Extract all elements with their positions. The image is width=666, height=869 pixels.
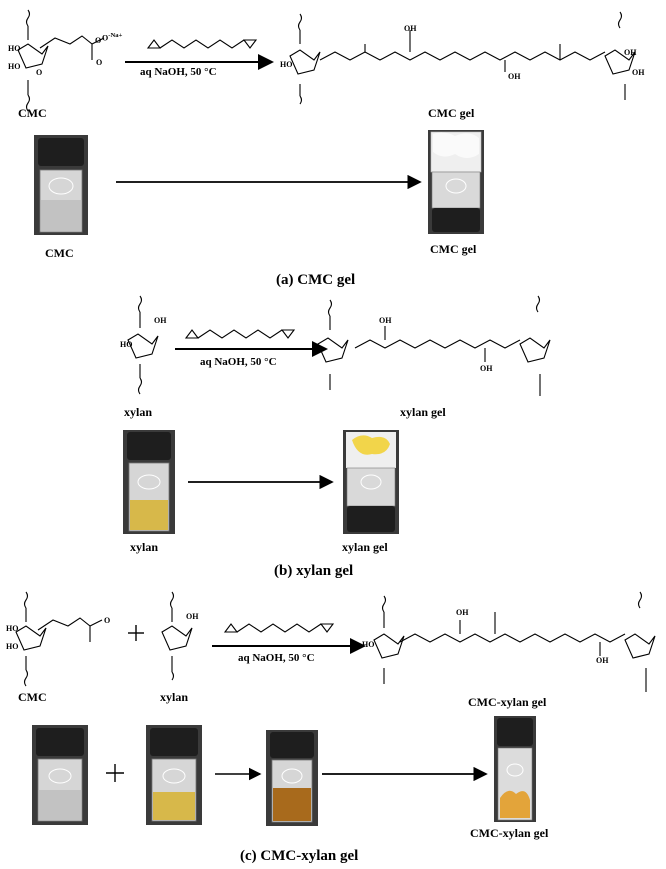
vial-photo-mixture: [266, 730, 318, 826]
cmc-gel-structure: [289, 11, 636, 105]
vial-photo-xylan-gel: [343, 430, 399, 534]
cmc-photo-label: CMC: [45, 246, 74, 260]
atom-o-a3: O: [96, 58, 103, 67]
panel-a: [17, 9, 636, 235]
atom-ho-a2: HO: [8, 62, 21, 71]
xylan-label-c: xylan: [160, 690, 189, 704]
atom-ho-c3: HO: [362, 640, 375, 649]
cmc-label-c: CMC: [18, 690, 47, 704]
cmc-label-a: CMC: [18, 106, 47, 120]
plus-sign-structures: [128, 625, 144, 641]
vial-photo-cmc-xylan-gel: [494, 716, 536, 822]
atom-o-a1: O: [36, 68, 43, 77]
cmc-xylan-gel-photo-label: CMC-xylan gel: [470, 826, 549, 840]
atom-ona-a: O-Na+: [102, 32, 122, 43]
panel-b: [123, 295, 551, 534]
xylan-photo-label: xylan: [130, 540, 159, 554]
atom-o-a2: O: [95, 36, 102, 45]
ona-na: -Na: [108, 32, 119, 39]
xylan-label-b: xylan: [124, 405, 153, 419]
atom-oh-c3: OH: [596, 656, 609, 665]
condition-c: aq NaOH, 50 °C: [238, 652, 315, 664]
ona-o: O: [102, 33, 109, 43]
plus-sign-photos: [106, 764, 124, 782]
cmc-xylan-gel-label-c: CMC-xylan gel: [468, 695, 547, 709]
caption-c: (c) CMC-xylan gel: [240, 848, 359, 864]
panel-c: [15, 591, 656, 826]
condition-b: aq NaOH, 50 °C: [200, 356, 277, 368]
atom-oh-a2: OH: [508, 72, 521, 81]
atom-oh-b2: OH: [379, 316, 392, 325]
cmc-gel-label-a: CMC gel: [428, 106, 475, 120]
atom-ona-c: O: [104, 616, 111, 625]
atom-oh-c1: OH: [186, 612, 199, 621]
xylan-gel-label-b: xylan gel: [400, 405, 446, 419]
atom-oh-a3: OH: [624, 48, 637, 57]
caption-a: (a) CMC gel: [276, 272, 356, 288]
atom-ho-c2: HO: [6, 642, 19, 651]
vial-photo-xylan: [123, 430, 175, 534]
crosslinker-b: [184, 329, 296, 339]
xylan-structure-b: [127, 295, 159, 395]
xylan-gel-structure: [317, 295, 551, 396]
condition-a: aq NaOH, 50 °C: [140, 66, 217, 78]
atom-oh-a1: OH: [404, 24, 417, 33]
vial-photo-xylan-c: [146, 725, 202, 825]
vial-photo-cmc-gel: [428, 130, 484, 234]
xylan-structure-c: [161, 591, 193, 681]
ona-plus: +: [118, 32, 123, 39]
cmc-xylan-gel-structure: [373, 591, 656, 692]
atom-ho-b1: HO: [120, 340, 133, 349]
xylan-gel-photo-label: xylan gel: [342, 540, 388, 554]
atom-ho-a3: HO: [280, 60, 293, 69]
cmc-gel-photo-label: CMC gel: [430, 242, 477, 256]
atom-oh-b3: OH: [480, 364, 493, 373]
atom-ho-a1: HO: [8, 44, 21, 53]
caption-b: (b) xylan gel: [274, 563, 354, 579]
atom-ho-c1: HO: [6, 624, 19, 633]
crosslinker-a: [146, 39, 258, 49]
atom-oh-c2: OH: [456, 608, 469, 617]
vial-photo-cmc: [34, 135, 88, 235]
atom-oh-a4: OH: [632, 68, 645, 77]
cmc-structure-a: [17, 9, 105, 112]
atom-oh-b1: OH: [154, 316, 167, 325]
cmc-structure-c: [15, 591, 103, 687]
vial-photo-cmc-c: [32, 725, 88, 825]
crosslinker-c: [223, 623, 335, 633]
